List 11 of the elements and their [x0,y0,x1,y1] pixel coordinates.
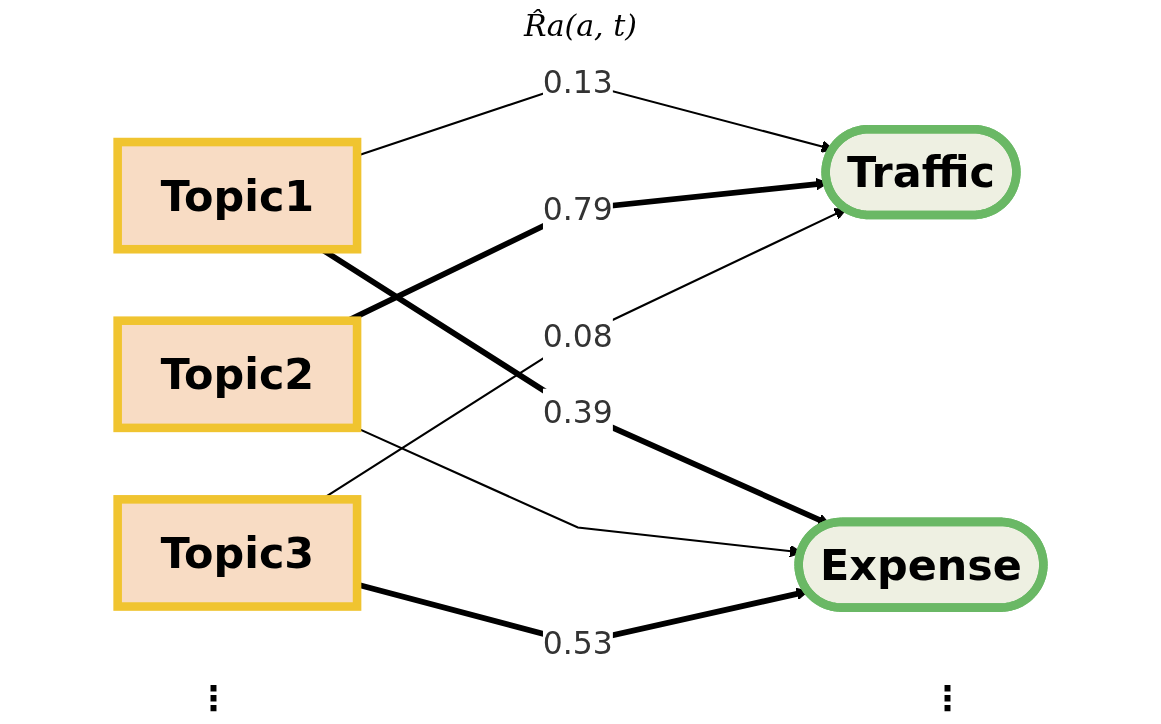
ellipsis-mark: ⋮ [930,678,965,718]
formula-title: R̂a(a, t) [524,8,637,43]
edge-label: 0.79 [542,191,613,228]
ellipsis-mark: ⋮ [196,678,231,718]
edge-label: 0.53 [542,625,613,661]
edge-label: 0.08 [542,318,613,355]
node-box: Topic3 [113,495,362,611]
node-box: Topic1 [113,137,362,254]
edge-label: 0.13 [542,64,613,100]
node-box: Topic2 [113,316,362,433]
edge-label: 0.39 [542,394,613,431]
